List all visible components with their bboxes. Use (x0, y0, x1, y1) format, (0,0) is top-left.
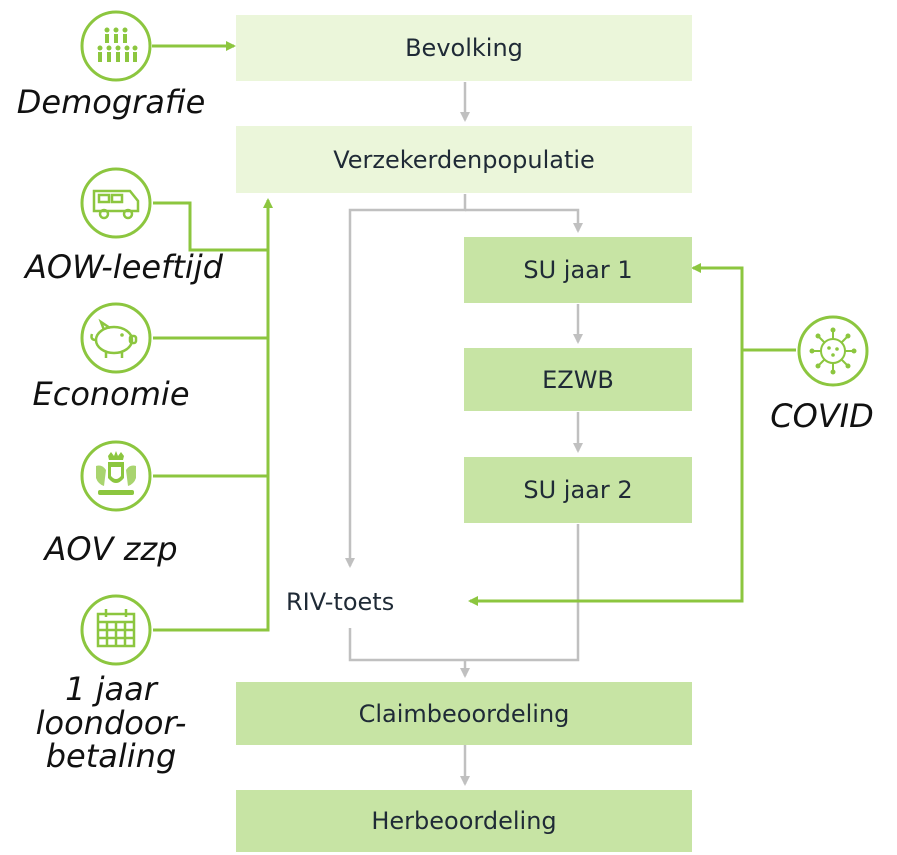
loondoorbetaling-line-2: loondoor- (35, 703, 187, 742)
bevolking-label: Bevolking (405, 34, 523, 62)
su-jaar-2-label: SU jaar 2 (523, 476, 633, 504)
factor-aow-leeftijd-label: AOW-leeftijd (25, 248, 223, 286)
box-verzekerdenpopulatie: Verzekerdenpopulatie (236, 126, 692, 193)
ezwb-label: EZWB (542, 365, 614, 394)
herbeoordeling-label: Herbeoordeling (371, 807, 557, 835)
box-su-jaar-1: SU jaar 1 (464, 237, 692, 303)
factor-loondoorbetaling-label: 1 jaar loondoor- betaling (6, 670, 216, 776)
riv-toets-label: RIV-toets (286, 588, 395, 616)
box-claimbeoordeling: Claimbeoordeling (236, 682, 692, 745)
royal-coat-of-arms-icon (80, 440, 152, 512)
line-aow (153, 201, 268, 252)
calendar-icon (80, 594, 152, 666)
arrow-covid-to-riv-toets (468, 350, 744, 606)
factor-covid-label: COVID (770, 397, 874, 435)
line-su2-to-merge (465, 524, 580, 662)
su-jaar-1-label: SU jaar 1 (523, 256, 633, 284)
factor-economie-label: Economie (32, 375, 190, 413)
piggy-bank-icon (80, 302, 152, 374)
loondoorbetaling-line-1: 1 jaar (65, 670, 157, 708)
box-su-jaar-2: SU jaar 2 (464, 457, 692, 523)
line-riv-to-merge (348, 628, 465, 662)
arrow-factors-to-verzekerden (153, 198, 273, 632)
virus-icon (797, 315, 869, 387)
people-group-icon (80, 10, 152, 82)
arrow-to-su-jaar-1 (465, 208, 583, 233)
box-ezwb: EZWB (464, 348, 692, 411)
claimbeoordeling-label: Claimbeoordeling (358, 699, 570, 728)
box-bevolking: Bevolking (236, 15, 692, 81)
factor-aov-zzp-label: AOV zzp (44, 530, 178, 568)
verzekerden-label: Verzekerdenpopulatie (333, 145, 595, 174)
camper-icon (80, 167, 152, 239)
factor-demografie-label: Demografie (16, 83, 206, 121)
arrow-to-riv-toets (345, 194, 467, 568)
loondoorbetaling-line-3: betaling (45, 737, 177, 776)
arrow-covid-to-su-jaar-1 (691, 263, 796, 352)
box-herbeoordeling: Herbeoordeling (236, 790, 692, 852)
